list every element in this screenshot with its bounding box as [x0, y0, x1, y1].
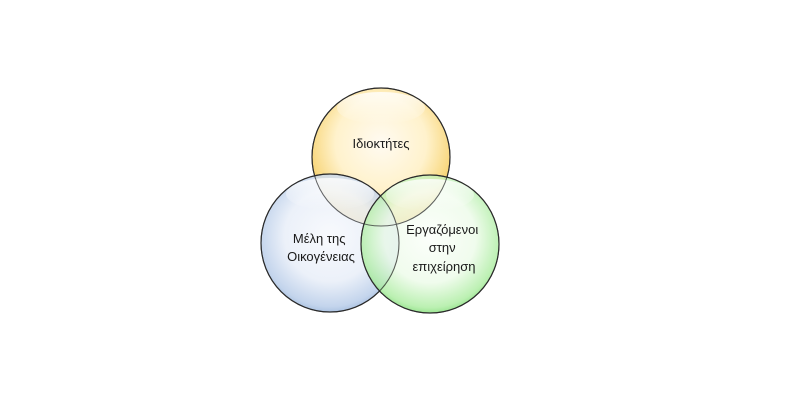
- circle-family-gloss: [286, 178, 374, 210]
- label-family-line-2: Οικογένειας: [287, 249, 355, 264]
- label-employees: Εργαζόμενοι στην επιχείρηση: [406, 222, 482, 274]
- outline-family: [260, 173, 400, 313]
- circle-owners-gloss: [337, 92, 425, 124]
- label-employees-line-1: Εργαζόμενοι: [406, 222, 478, 237]
- outline-owners: [311, 87, 451, 227]
- outline-employees: [360, 174, 500, 314]
- label-owners: Ιδιοκτήτες: [352, 136, 409, 151]
- circle-employees-gloss: [386, 179, 474, 211]
- label-owners-line-1: Ιδιοκτήτες: [352, 136, 409, 151]
- label-family-line-1: Μέλη της: [293, 231, 346, 246]
- label-employees-line-2: στην: [429, 240, 456, 255]
- circle-family: [260, 173, 400, 313]
- label-employees-line-3: επιχείρηση: [412, 259, 475, 274]
- label-family: Μέλη της Οικογένειας: [287, 231, 355, 264]
- circle-outlines: [260, 87, 500, 314]
